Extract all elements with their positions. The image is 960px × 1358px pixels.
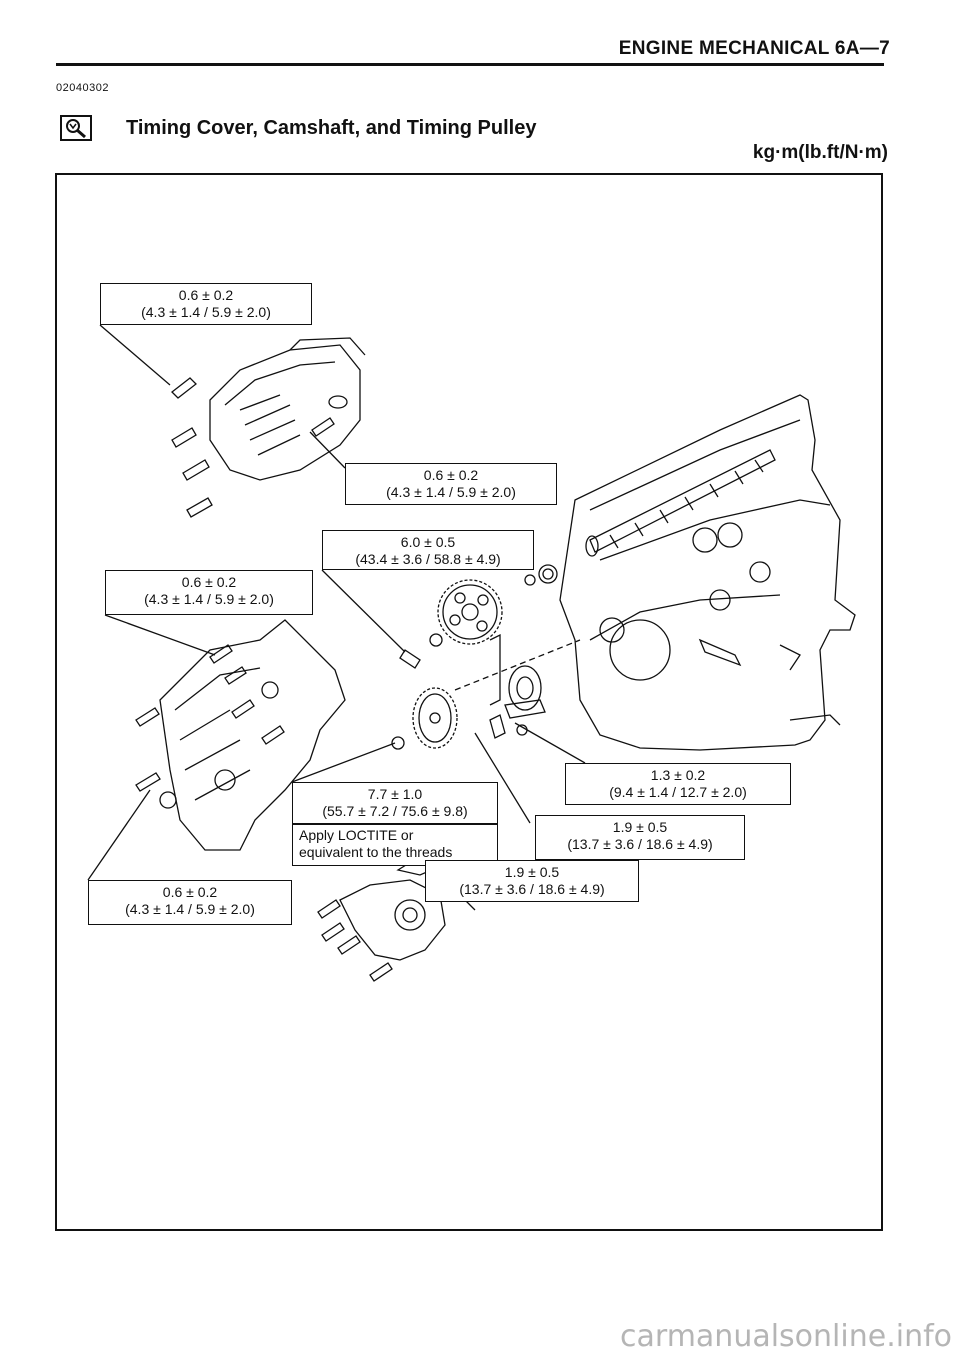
torque-callout-upper-cover-bolts: 0.6 ± 0.2(4.3 ± 1.4 / 5.9 ± 2.0) (100, 283, 312, 325)
document-code: 02040302 (56, 82, 109, 94)
leader-line (514, 722, 586, 764)
crank-pulley-drawing (391, 633, 581, 750)
torque-callout-crank-pulley-bolt: 7.7 ± 1.0(55.7 ± 7.2 / 75.6 ± 9.8) (292, 782, 498, 824)
torque-callout-tensioner-bolt: 1.3 ± 0.2(9.4 ± 1.4 / 12.7 ± 2.0) (565, 763, 791, 805)
header-title: ENGINE MECHANICAL 6A—7 (618, 38, 890, 59)
torque-callout-camshaft-pulley-bolt: 6.0 ± 0.5(43.4 ± 3.6 / 58.8 ± 4.9) (322, 530, 534, 570)
leader-line (87, 789, 151, 881)
header-rule (56, 63, 884, 66)
leader-line (99, 324, 171, 386)
leader-line (321, 569, 406, 653)
torque-callout-lower-cover-bolts: 0.6 ± 0.2(4.3 ± 1.4 / 5.9 ± 2.0) (88, 880, 292, 925)
torque-callout-rear-plate-bolts: 0.6 ± 0.2(4.3 ± 1.4 / 5.9 ± 2.0) (105, 570, 313, 615)
leader-line (291, 742, 396, 783)
torque-callout-upper-cover-right-bolt: 0.6 ± 0.2(4.3 ± 1.4 / 5.9 ± 2.0) (345, 463, 557, 505)
torque-callout-tensioner-stud: 1.9 ± 0.5(13.7 ± 3.6 / 18.6 ± 4.9) (535, 815, 745, 860)
camshaft-pulley-drawing (399, 564, 558, 669)
upper-timing-cover-drawing (171, 337, 366, 518)
magnify-icon (60, 115, 92, 141)
leader-line (474, 732, 531, 824)
torque-callout-oil-pump-bolts: 1.9 ± 0.5(13.7 ± 3.6 / 18.6 ± 4.9) (425, 860, 639, 902)
lower-timing-cover-drawing (135, 619, 346, 851)
leader-line (309, 431, 346, 469)
watermark-text: carmanualsonline.info (620, 1319, 952, 1354)
engine-block-drawing (559, 394, 856, 751)
section-title: Timing Cover, Camshaft, and Timing Pulle… (126, 117, 537, 139)
leader-line (104, 614, 216, 656)
units-label: kg·m(lb.ft/N·m) (752, 142, 888, 163)
diagram-frame (55, 173, 883, 1231)
